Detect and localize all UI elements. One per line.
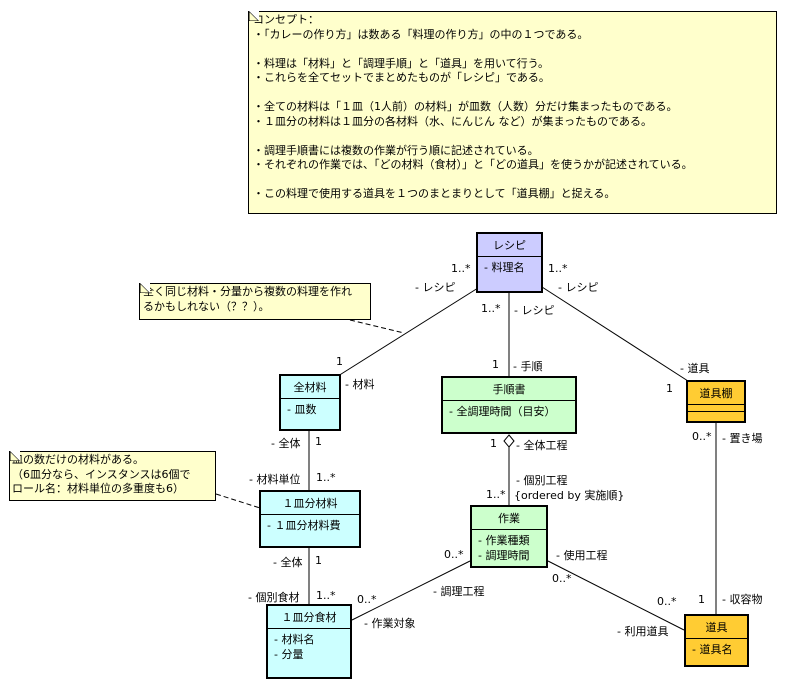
concept-line [253,173,776,188]
multiplicity-label: 0..* [357,593,377,606]
class-name: 手順書 [443,378,575,401]
multiplicity-label: 1 [315,435,322,448]
class-attribute: - 道具名 [692,643,733,656]
note-fold-icon [140,283,150,293]
role-label: - 全体工程 [516,439,568,452]
role-label: - 材料 [345,378,375,391]
multiplicity-label: 0..* [692,430,712,443]
assoc-recipe-allmaterials [337,287,479,377]
multiplicity-label: 0..* [657,595,677,608]
concept-line [253,129,776,144]
multiplicity-label: 1 [492,358,499,371]
concept-line: ・この料理で使用する道具を１つのまとまりとして「道具棚」と捉える。 [253,187,616,200]
multiplicity-label: 1 [315,554,322,567]
multiplicity-label: 1 [336,355,343,368]
multiplicity-label: 1 [698,593,705,606]
concept-line: ・全ての材料は「１皿（1人前）の材料」が皿数（人数）分だけ集まったものである。 [253,100,678,113]
multiplicity-label: 1..* [316,589,336,602]
role-label: - 使用工程 [556,549,608,562]
role-label: - 個別工程 [516,474,568,487]
note-fold-icon [10,451,20,461]
class-name: １皿分食材 [268,606,350,629]
aggregation-diamond [503,434,515,448]
class-name: 道具 [686,616,747,639]
class-attribute: - 調理時間 [478,549,530,562]
class-plate-ingredient[interactable]: １皿分食材 - 材料名 - 分量 [266,604,352,679]
concept-line [253,42,776,57]
role-label: - 全体 [273,556,303,569]
class-attribute: - 材料名 [274,633,315,646]
note-line: るかもしれない（？？）。 [143,299,270,313]
class-attribute: - 料理名 [484,261,525,274]
class-attribute: - 作業種類 [478,534,530,547]
multiplicity-label: 1 [666,382,673,395]
class-tool[interactable]: 道具 - 道具名 [684,614,749,667]
concept-line [253,86,776,101]
assoc-recipe-toolshelf [541,286,689,382]
role-label: - 手順 [513,360,543,373]
multiplicity-label: 1..* [451,262,471,275]
role-label: - 作業対象 [364,617,416,630]
constraint-label: {ordered by 実施順} [514,489,625,502]
multiplicity-label: 1..* [481,302,501,315]
class-procedure-doc[interactable]: 手順書 - 全調理時間（目安） [441,376,577,434]
role-label: - 調理工程 [433,585,485,598]
role-label: - 道具 [680,362,710,375]
multiplicity-label: 1..* [486,488,506,501]
class-task[interactable]: 作業 - 作業種類 - 調理時間 [470,505,548,568]
role-label: - レシピ [415,281,456,294]
role-label: - レシピ [514,304,555,317]
class-tool-shelf[interactable]: 道具棚 [686,380,746,423]
concept-line: コンセプト： [253,13,319,26]
note-line: 全く同じ材料・分量から複数の料理を作れ [143,285,352,298]
class-attribute: - 全調理時間（目安） [449,405,556,418]
concept-line: ・それぞれの作業では、「どの材料（食材）」と「どの道具」を使うかが記述されている… [253,158,693,171]
concept-line: ・調理手順書には複数の作業が行う順に記述されている。 [253,143,539,157]
multiplicity-label: 0..* [552,572,572,585]
class-name: 道具棚 [688,382,744,405]
role-label: - 置き場 [722,432,763,445]
note-fold-icon [249,11,259,21]
role-label: - 全体 [271,437,301,450]
class-attribute: - 皿数 [287,403,317,416]
note-anchor-plate-count [215,493,261,509]
class-name: レシピ [478,234,541,257]
multiplicity-label: 1..* [548,262,568,275]
concept-note: コンセプト： ・「カレーの作り方」は数ある「料理の作り方」の中の１つである。 ・… [248,11,777,214]
role-label: - 材料単位 [249,473,301,486]
multiplicity-label: 1 [490,437,497,450]
concept-line: ・「カレーの作り方」は数ある「料理の作り方」の中の１つである。 [253,27,589,41]
multiplicity-label: 1..* [316,471,336,484]
class-attribute: - １皿分材料費 [267,519,341,532]
class-name: 作業 [472,507,546,530]
role-label: - 収容物 [722,593,763,606]
plate-count-note: 皿の数だけの材料がある。 （6皿分なら、インスタンスは6個で ロール名：材料単位… [9,451,216,501]
assoc-task-tool [547,560,685,631]
class-name: １皿分材料 [261,492,359,515]
role-label: - 利用道具 [617,625,669,638]
note-anchor-same-materials [349,319,405,334]
class-name: 全材料 [281,376,339,399]
multiplicity-label: 0..* [444,548,464,561]
note-line: ロール名：材料単位の多重度も6） [12,482,184,495]
concept-line: ・料理は「材料」と「調理手順」と「道具」を用いて行う。 [253,56,550,70]
concept-line: ・これらを全てセットでまとめたものが「レシピ」である。 [253,71,550,84]
concept-line: ・１皿分の材料は１皿分の各材料（水、にんじん など）が集まったものである。 [253,114,652,128]
role-label: - レシピ [558,281,599,294]
note-line: 皿の数だけの材料がある。 [12,453,144,466]
note-line: （6皿分なら、インスタンスは6個で [12,467,191,481]
class-plate-materials[interactable]: １皿分材料 - １皿分材料費 [259,490,361,548]
assoc-ingredient-task [351,560,471,621]
class-recipe[interactable]: レシピ - 料理名 [476,232,543,293]
class-attribute: - 分量 [274,648,304,661]
class-all-materials[interactable]: 全材料 - 皿数 [279,374,341,431]
role-label: - 個別食材 [248,591,300,604]
class-attribute-compartment [688,405,744,412]
same-materials-note: 全く同じ材料・分量から複数の料理を作れ るかもしれない（？？）。 [139,283,371,320]
